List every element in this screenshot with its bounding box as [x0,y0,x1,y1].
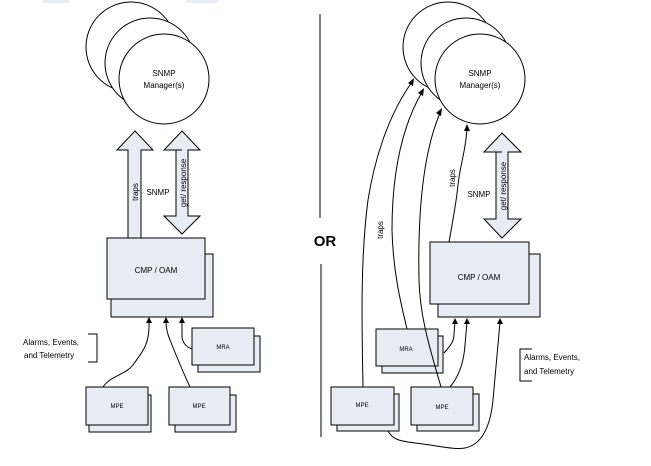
arrowhead [464,318,470,324]
mra-box [375,328,439,367]
flow-mra-traps [391,91,423,330]
flow-mpe2-to-cmp [449,321,468,388]
mpe1-box [85,386,149,426]
left-cmp-oam-node: CMP / OAM [106,237,214,318]
arrowhead [452,318,458,324]
mpe2-box [168,386,231,426]
flow-mpe1-to-cmp [387,321,501,449]
cmp-box [429,241,530,305]
right-cmp-oam-node: CMP / OAM [429,241,541,318]
left-mpe-node-1: MPE [85,386,152,433]
right-mpe-node-1: MPE [330,386,400,432]
manager-label-line2: Manager(s) [144,81,185,90]
right-snmp-managers: SNMP Manager(s) [402,1,526,125]
cmp-box [106,237,206,300]
arrowhead [163,317,169,323]
top-tab-left [43,0,69,3]
flow-cmp-traps [448,127,468,243]
flow-mpe2-to-cmp [165,320,191,388]
manager-circle-front [118,33,210,125]
mra-box [191,327,255,366]
mpe1-label: MPE [355,403,368,409]
manager-label-line2: Manager(s) [460,81,501,90]
flow-mpe1-to-cmp [102,320,150,388]
mpe1-label: MPE [110,404,123,410]
left-bracket-line2: and Telemetry [24,351,74,360]
right-bracket-line2: and Telemetry [524,367,574,376]
right-mpe-node-2: MPE [410,386,480,432]
left-bracket-line1: Alarms, Events, [23,338,79,347]
right-bracket-line1: Alarms, Events, [524,353,580,362]
manager-label-line1: SNMP [152,69,175,78]
mra-label: MRA [399,347,412,353]
arrowhead [497,318,503,324]
right-bracket [519,348,532,382]
manager-label-line1: SNMP [468,69,491,78]
mpe2-label: MPE [435,405,448,411]
separator-or-label: OR [314,233,337,250]
right-traps-label-nodes: traps [376,221,385,239]
mpe2-box [410,386,474,426]
left-snmp-managers: SNMP Manager(s) [85,1,210,125]
arrowhead [146,317,152,323]
mra-label: MRA [216,345,229,351]
arrowhead [418,88,424,96]
right-snmp-label: SNMP [467,190,490,199]
flow-mpe2-traps [418,112,442,388]
right-getresponse-label: get/ response [499,161,508,210]
mpe2-label: MPE [192,404,205,410]
left-mpe-node-2: MPE [168,386,237,433]
arrowhead [408,78,414,86]
cmp-label: CMP / OAM [135,266,178,275]
right-diagram: SNMP Manager(s) get/ response SNMP traps… [330,1,580,449]
left-getresponse-label: get/ response [179,158,188,207]
flow-mpe1-traps [361,81,413,388]
cmp-label: CMP / OAM [458,273,501,282]
right-mra-node: MRA [375,328,444,374]
arrowhead [436,108,442,116]
left-diagram: SNMP Manager(s) traps SNMP get/ response… [23,1,261,433]
right-traps-label-cmp: traps [448,169,457,187]
flow-mra-to-cmp [181,321,193,350]
mpe1-box [330,386,395,426]
arrowhead [179,317,185,323]
traps-block-arrow [115,130,155,239]
left-mra-node: MRA [191,327,261,373]
flow-mra-to-cmp [443,321,456,354]
left-bracket [88,333,98,363]
getresponse-double-arrow [482,132,523,239]
top-tab-right [186,0,218,3]
left-snmp-label: SNMP [146,188,169,197]
getresponse-double-arrow [162,130,202,235]
arrowhead [464,124,470,131]
left-traps-label: traps [131,183,140,201]
manager-circle-front [434,33,526,125]
